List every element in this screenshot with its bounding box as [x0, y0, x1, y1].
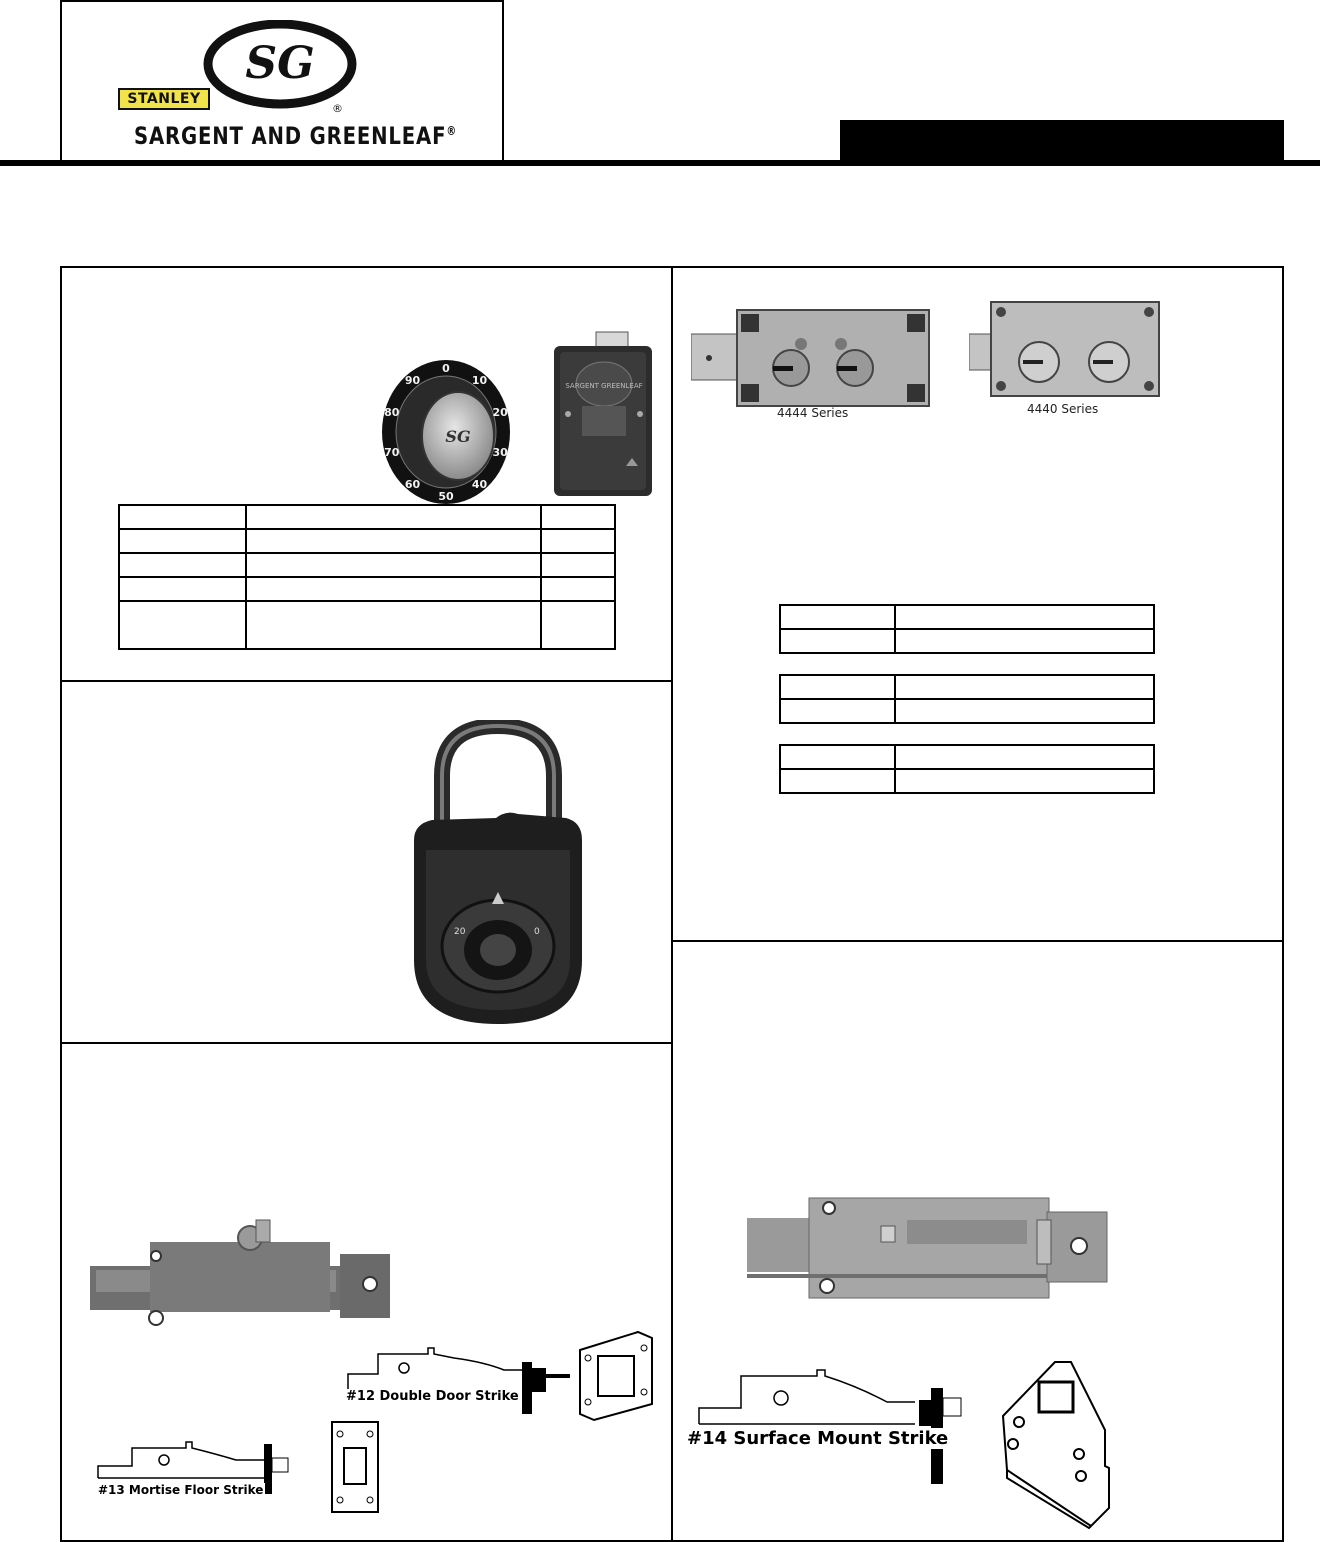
- svg-text:20: 20: [454, 927, 466, 937]
- table-row: [117, 528, 616, 554]
- table-row: [778, 604, 1155, 630]
- table-row: [117, 600, 616, 650]
- slide-bolt-icon: [90, 1219, 390, 1326]
- dial-number: 80: [384, 406, 400, 419]
- strike-14-label: #14 Surface Mount Strike: [685, 1428, 951, 1449]
- strike-plate-14-icon: [1001, 1361, 1110, 1530]
- table-row: [778, 744, 1155, 770]
- sg-logo-icon: SG ®: [203, 20, 357, 115]
- mortise-floor-strike-drawing: [97, 1441, 289, 1494]
- table-row: [117, 576, 616, 602]
- dial-number: 30: [493, 446, 509, 459]
- bolt-left-panel: #12 Double Door Strike #13 Mortise Floor…: [60, 1042, 673, 1542]
- padlock-panel: 20 0: [60, 680, 673, 1044]
- dial-number: 90: [405, 374, 421, 387]
- bolt-right-panel: #14 Surface Mount Strike: [671, 940, 1284, 1542]
- dial-number: 40: [472, 478, 488, 491]
- strike-12-label: #12 Double Door Strike: [344, 1389, 521, 1404]
- caption-4444-series: 4444 Series: [777, 406, 849, 420]
- dial-number: 0: [442, 362, 450, 375]
- surface-mount-strike-drawing: [698, 1369, 962, 1484]
- padlock-icon: 20 0: [414, 720, 582, 1024]
- table-row: [778, 768, 1155, 794]
- strike-13-label: #13 Mortise Floor Strike: [96, 1483, 266, 1497]
- brand-registered-mark: ®: [446, 124, 458, 138]
- stanley-badge: STANLEY: [118, 88, 210, 110]
- caption-4440-series: 4440 Series: [1027, 402, 1099, 416]
- svg-text:0: 0: [534, 927, 540, 937]
- lock-case-icon: SARGENT GREENLEAF: [554, 331, 652, 496]
- dial-number: 10: [472, 374, 488, 387]
- dial-number: 70: [384, 446, 400, 459]
- combination-dial-icon: SG 0 10 20 30 40 50 60 70 80 90: [382, 360, 510, 504]
- dial-number: 60: [405, 478, 421, 491]
- header-rule: [0, 160, 1320, 166]
- strike-plate-13-icon: [331, 1421, 379, 1513]
- strike-plate-12-icon: [579, 1330, 653, 1422]
- keylock-table-1: [778, 604, 1155, 654]
- svg-text:SG: SG: [445, 427, 470, 446]
- logo-initials: SG: [245, 38, 314, 89]
- header-title-bar: [840, 120, 1284, 162]
- table-row: [117, 504, 616, 530]
- surface-bolt-icon: [747, 1197, 1108, 1299]
- lock-case-text: SARGENT GREENLEAF: [565, 382, 642, 390]
- dial-numbers: 0 10 20 30 40 50 60 70 80 90: [384, 362, 508, 503]
- lock-4444-icon: [691, 309, 930, 407]
- table-row: [778, 698, 1155, 724]
- logo-box: SG ® STANLEY SARGENT AND GREENLEAF®: [60, 0, 504, 162]
- keylock-table-3: [778, 744, 1155, 794]
- dial-number: 20: [493, 406, 509, 419]
- table-row: [117, 552, 616, 578]
- table-row: [778, 628, 1155, 654]
- dial-number: 50: [438, 490, 454, 503]
- keylock-table-2: [778, 674, 1155, 724]
- key-locks-panel: 4444 Series 4440 Series: [671, 266, 1284, 942]
- dial-lock-panel: SG 0 10 20 30 40 50 60 70 80 90 SARGENT GREENLEAF: [60, 266, 673, 682]
- logo-registered-mark: ®: [332, 102, 343, 115]
- brand-name-text: SARGENT AND GREENLEAF: [134, 122, 447, 150]
- table-row: [778, 674, 1155, 700]
- brand-name: SARGENT AND GREENLEAF®: [134, 122, 456, 150]
- dial-spec-table: [117, 504, 616, 650]
- lock-4440-icon: [969, 301, 1160, 397]
